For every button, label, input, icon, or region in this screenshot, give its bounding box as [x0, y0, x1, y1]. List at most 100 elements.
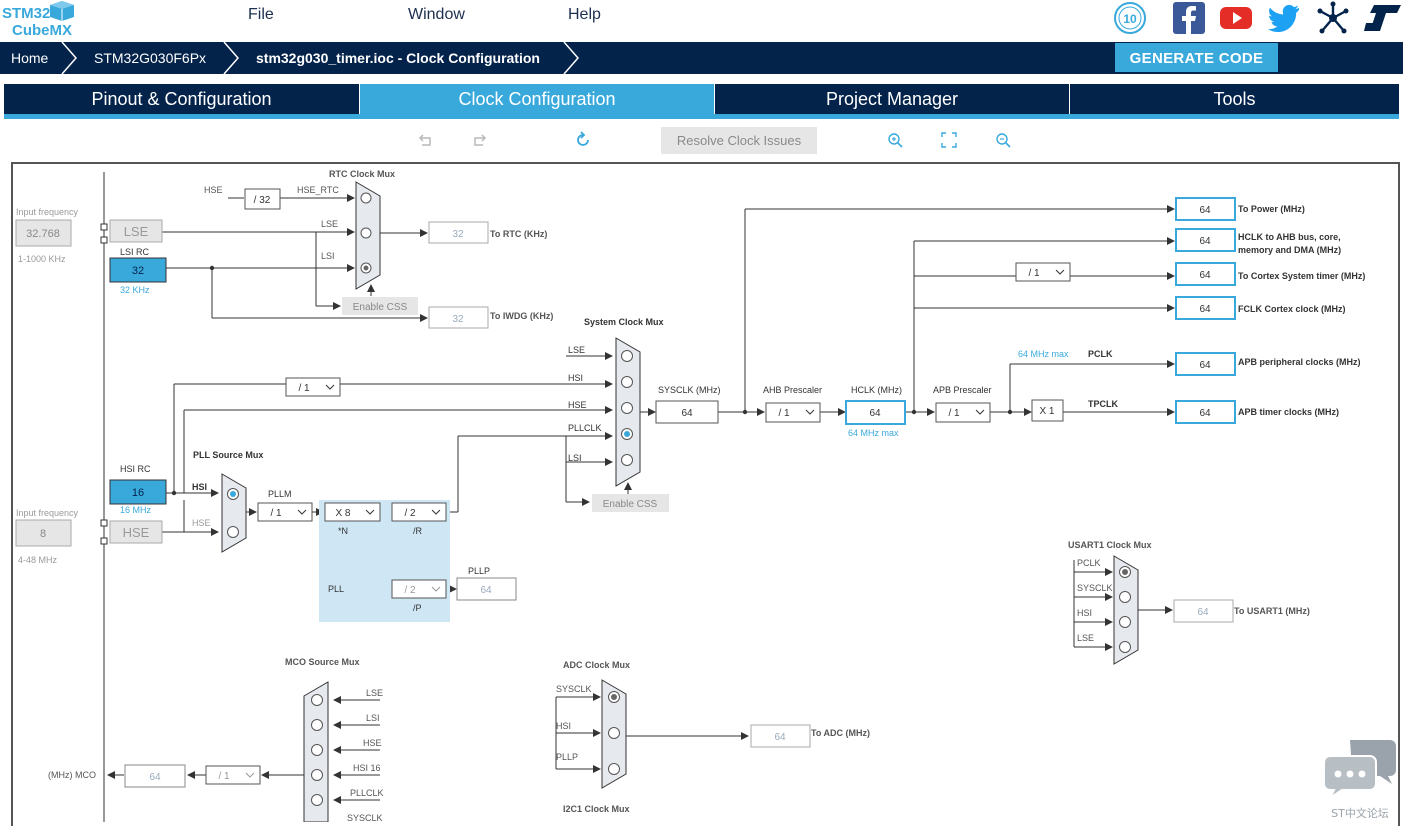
usart-radio-hsi[interactable] [1119, 616, 1131, 628]
mco-radio-hse[interactable] [311, 744, 323, 756]
breadcrumb-home[interactable]: Home [11, 50, 49, 66]
zoom-in-icon[interactable] [885, 130, 905, 150]
fit-icon[interactable] [939, 130, 959, 150]
zoom-out-icon[interactable] [993, 130, 1013, 150]
rtc-enable-css-button[interactable] [342, 297, 418, 315]
pllp-output-label: PLLP [468, 566, 490, 576]
redo-icon[interactable] [469, 130, 489, 150]
sysmux-radio-hse[interactable] [621, 402, 633, 414]
adc-output-field[interactable] [750, 724, 811, 748]
lsi-rc-box[interactable] [109, 257, 167, 283]
output-fclk-field[interactable] [1175, 296, 1236, 320]
usart-radio-lse[interactable] [1119, 641, 1131, 653]
youtube-icon[interactable] [1219, 1, 1253, 35]
tab-project-manager[interactable]: Project Manager [715, 84, 1069, 114]
svg-text:64: 64 [681, 408, 693, 419]
adc-radio-pllp[interactable] [608, 763, 620, 775]
mco-output-field[interactable] [124, 764, 186, 788]
mco-radio-pllclk[interactable] [311, 794, 323, 806]
rtc-mux-radio-hse[interactable] [360, 192, 372, 204]
reset-icon[interactable] [573, 130, 593, 150]
breadcrumb-separator-icon [223, 42, 239, 74]
plln-select[interactable] [324, 502, 381, 522]
timer-multiplier-field[interactable] [1031, 399, 1064, 422]
svg-text:LSE: LSE [124, 224, 149, 239]
svg-text:/ 1: / 1 [778, 408, 790, 419]
system-clock-mux-title: System Clock Mux [584, 317, 664, 327]
output-apb-peripheral-field[interactable] [1175, 352, 1236, 376]
usart-input-pclk: PCLK [1077, 558, 1101, 568]
menu-file[interactable]: File [248, 6, 274, 23]
apb-prescaler-select[interactable] [935, 402, 991, 423]
iwdg-output-field[interactable] [428, 306, 489, 329]
tpclk-label: TPCLK [1088, 399, 1118, 409]
stm32cubemx-logo: STM32 CubeMX [2, 1, 74, 39]
forum-chat-widget[interactable]: ST中文论坛 [1322, 738, 1398, 820]
sysmux-radio-lsi[interactable] [621, 454, 633, 466]
svg-text:32: 32 [132, 265, 144, 277]
menu-help[interactable]: Help [568, 6, 601, 23]
lse-input-frequency-label: Input frequency [16, 207, 79, 217]
pllp-select[interactable] [391, 579, 447, 599]
rtc-output-label: To RTC (KHz) [490, 229, 547, 239]
cortex-timer-divider-select[interactable] [1015, 262, 1071, 282]
facebook-icon[interactable] [1172, 1, 1206, 35]
tab-pinout-configuration[interactable]: Pinout & Configuration [4, 84, 359, 114]
output-hclk-field[interactable] [1175, 228, 1236, 252]
usart-radio-sysclk[interactable] [1119, 591, 1131, 603]
rtc-mux-radio-lse[interactable] [360, 227, 372, 239]
output-power-label: To Power (MHz) [1238, 204, 1305, 214]
sysmux-radio-hsi[interactable] [621, 376, 633, 388]
clock-tree-canvas [11, 162, 1400, 826]
pllm-select[interactable] [257, 502, 313, 522]
lse-oscillator-box[interactable] [109, 219, 163, 243]
hse-input-frequency-field[interactable] [15, 519, 72, 547]
sysmux-radio-lse[interactable] [621, 350, 633, 362]
sysclk-field[interactable] [655, 400, 719, 424]
sys-enable-css-button[interactable] [592, 494, 669, 512]
pll-src-radio-hse[interactable] [227, 526, 239, 538]
hclk-label: HCLK (MHz) [851, 385, 902, 395]
output-apb-timer-field[interactable] [1175, 400, 1236, 424]
output-cortex-timer-field[interactable] [1175, 262, 1236, 286]
output-power-field[interactable] [1175, 197, 1236, 221]
tab-tools[interactable]: Tools [1070, 84, 1399, 114]
ahb-prescaler-select[interactable] [765, 402, 821, 423]
svg-text:32: 32 [452, 229, 464, 240]
hse-oscillator-box[interactable] [109, 520, 163, 544]
generate-code-button[interactable]: GENERATE CODE [1115, 43, 1278, 72]
pllp-output-field[interactable] [456, 577, 517, 601]
mco-radio-lse[interactable] [311, 694, 323, 706]
adc-output-label: To ADC (MHz) [811, 728, 870, 738]
rtc-output-field[interactable] [428, 221, 489, 244]
breadcrumb-separator-icon [61, 42, 77, 74]
undo-icon[interactable] [416, 130, 436, 150]
hsi-divider-select[interactable] [285, 377, 341, 397]
mco-radio-lsi[interactable] [311, 719, 323, 731]
anniversary-badge-icon[interactable]: 10 [1113, 1, 1147, 35]
network-icon[interactable] [1316, 1, 1350, 35]
hclk-field[interactable] [845, 400, 906, 425]
hsi-rc-box[interactable] [109, 479, 167, 505]
adc-radio-hsi[interactable] [608, 727, 620, 739]
chevron-down-icon [325, 384, 335, 390]
chat-bubble-icon [1323, 740, 1396, 801]
usart1-output-field[interactable] [1173, 599, 1234, 623]
lse-input-frequency-field[interactable] [15, 219, 72, 247]
breadcrumb-mcu[interactable]: STM32G030F6Px [94, 50, 207, 66]
hse-rtc-divider[interactable] [244, 188, 281, 210]
mco-divider-select[interactable] [205, 765, 261, 785]
twitter-icon[interactable] [1267, 1, 1301, 35]
st-logo-icon[interactable] [1364, 1, 1402, 35]
resolve-clock-issues-button[interactable]: Resolve Clock Issues [661, 127, 817, 154]
svg-text:/ 2: / 2 [404, 508, 416, 519]
menu-window[interactable]: Window [408, 6, 465, 23]
hsi-rc-label: HSI RC [120, 464, 151, 474]
tab-clock-configuration[interactable]: Clock Configuration [360, 84, 714, 114]
mco-output-label: (MHz) MCO [48, 770, 96, 780]
svg-text:/ 1: / 1 [218, 771, 230, 782]
breadcrumb-project[interactable]: stm32g030_timer.ioc - Clock Configuratio… [256, 50, 540, 66]
pll-label: PLL [328, 584, 344, 594]
mco-radio-hsi16[interactable] [311, 769, 323, 781]
pllr-select[interactable] [391, 502, 447, 522]
